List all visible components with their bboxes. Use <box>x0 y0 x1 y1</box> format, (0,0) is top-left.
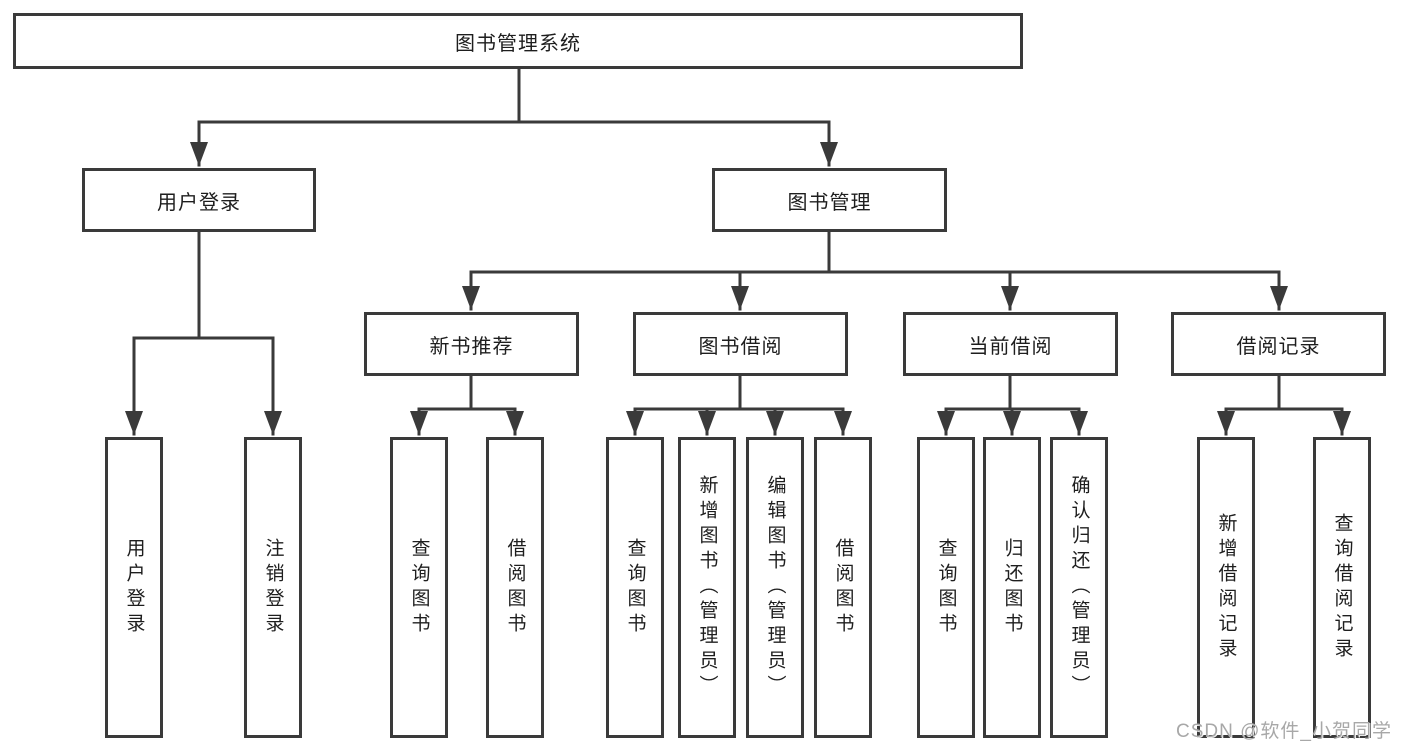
leaf-recommend-borrow-books: 借阅图书 <box>486 437 544 738</box>
connector-book-borrow-to-leaves <box>626 374 852 436</box>
node-new-book-recommend: 新书推荐 <box>364 312 579 376</box>
node-borrow-records: 借阅记录 <box>1171 312 1386 376</box>
leaf-current-return-books: 归还图书 <box>983 437 1041 738</box>
leaf-borrow-edit-books-admin: 编辑图书（管理员） <box>746 437 804 738</box>
connector-borrow-records-to-leaves <box>1217 374 1351 436</box>
leaf-borrow-borrow-books: 借阅图书 <box>814 437 872 738</box>
connector-book-management-to-level3 <box>462 230 1288 311</box>
node-book-borrow: 图书借阅 <box>633 312 848 376</box>
node-user-login: 用户登录 <box>82 168 316 232</box>
connector-user-login-to-leaves <box>125 230 282 436</box>
leaf-records-query-record: 查询借阅记录 <box>1313 437 1371 738</box>
leaf-user-login: 用户登录 <box>105 437 163 738</box>
leaf-current-query-books: 查询图书 <box>917 437 975 738</box>
leaf-current-confirm-return-admin: 确认归还（管理员） <box>1050 437 1108 738</box>
connector-current-borrow-to-leaves <box>937 374 1088 436</box>
leaf-borrow-add-books-admin: 新增图书（管理员） <box>678 437 736 738</box>
connector-new-book-recommend-to-leaves <box>410 374 524 436</box>
leaf-records-add-record: 新增借阅记录 <box>1197 437 1255 738</box>
leaf-borrow-query-books: 查询图书 <box>606 437 664 738</box>
leaf-recommend-query-books: 查询图书 <box>390 437 448 738</box>
node-library-management-system: 图书管理系统 <box>13 13 1023 69</box>
node-book-management: 图书管理 <box>712 168 947 232</box>
connector-root-to-level2 <box>190 66 838 167</box>
leaf-logout: 注销登录 <box>244 437 302 738</box>
csdn-watermark: CSDN @软件_小贺同学 <box>1176 721 1392 742</box>
node-current-borrow: 当前借阅 <box>903 312 1118 376</box>
